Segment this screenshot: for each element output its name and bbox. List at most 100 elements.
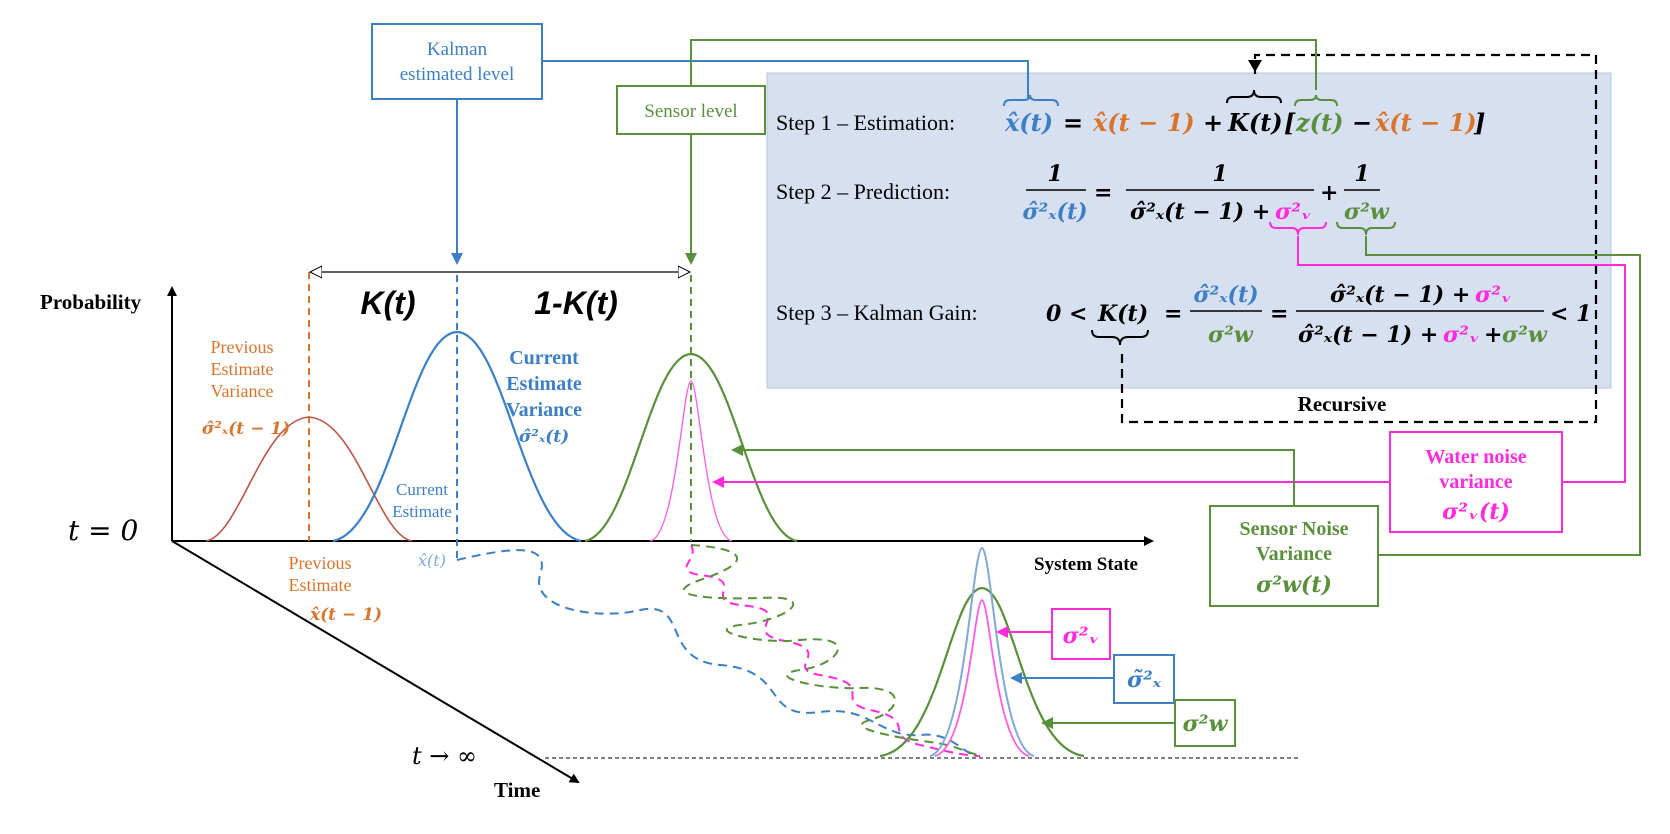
kalman-box-line2: estimated level — [400, 64, 514, 85]
k-label: K(t) — [360, 285, 415, 321]
cur-var-line2: Estimate — [506, 373, 582, 395]
water-noise-line1: Water noise — [1425, 446, 1526, 468]
recursive-arrowhead — [1248, 60, 1262, 72]
sensor-noise-line1: Sensor Noise — [1239, 518, 1348, 540]
step2-label: Step 2 – Prediction: — [776, 179, 950, 204]
recursive-label: Recursive — [1298, 392, 1387, 416]
step2-den-b2: σ²ᵥ — [1275, 199, 1312, 225]
step3-num-b2: σ²ᵥ — [1475, 282, 1512, 308]
sensor-to-equation-line — [690, 39, 1317, 90]
legend-sigma-x-box — [1113, 654, 1175, 704]
time-axis — [171, 540, 580, 784]
step3-zero: 0 < — [1046, 301, 1087, 327]
step3-num-a: σ̂²ₓ(t) — [1193, 282, 1258, 308]
water-trajectory — [685, 544, 981, 757]
kalman-estimated-level-box — [371, 23, 543, 100]
step1-xhat-prev: x̂(t − 1) — [1092, 108, 1195, 137]
step3-lt1: < 1 — [1550, 301, 1591, 327]
t-infinity-label: t → ∞ — [412, 742, 477, 770]
sensor-level-box — [616, 85, 766, 135]
legend-sigma-x: σ̃²ₓ — [1127, 667, 1162, 693]
water-noise-line2: variance — [1439, 471, 1512, 493]
prev-var-line3: Variance — [211, 381, 274, 401]
prev-est-symbol: x̂(t − 1) — [309, 605, 382, 625]
step1-xhat-prev2: x̂(t − 1) — [1374, 108, 1477, 137]
sensor-trajectory — [683, 544, 983, 757]
prev-var-line2: Estimate — [211, 359, 274, 379]
legend-sigma-v: σ²ᵥ — [1063, 623, 1100, 649]
sensor-noise-line2: Variance — [1256, 543, 1332, 565]
time-label: Time — [494, 778, 540, 802]
equation-panel — [766, 72, 1612, 389]
step1-z: z(t) — [1295, 108, 1343, 137]
step3-den-b4: σ²w — [1502, 322, 1548, 348]
step2-one-c: 1 — [1354, 161, 1369, 187]
cur-est-line1: Current — [396, 480, 448, 499]
step1-lbracket: [ — [1284, 108, 1296, 137]
sigma-v-brace — [1269, 221, 1327, 236]
cur-est-line2: Estimate — [392, 502, 451, 521]
cur-var-line1: Current — [509, 347, 579, 369]
step2-plus: + — [1320, 180, 1338, 206]
system-state-label: System State — [1034, 554, 1138, 575]
limit-sensor-curve — [879, 586, 1085, 758]
sensor-noise-symbol: σ²w(t) — [1256, 572, 1332, 598]
sensor-noise-arrow — [731, 444, 1295, 506]
prev-est-line2: Estimate — [289, 575, 352, 595]
step1-plus: + — [1203, 108, 1223, 137]
step1-equals: = — [1063, 108, 1083, 137]
legend-sigma-w-box — [1174, 699, 1236, 747]
step2-equals: = — [1094, 180, 1112, 206]
legend-sigma-v-box — [1051, 608, 1111, 660]
kalman-to-equation-line — [542, 60, 1029, 98]
step2-den-c: σ²w — [1344, 199, 1390, 225]
step3-eq2: = — [1270, 301, 1288, 327]
step3-k-brace — [1091, 329, 1149, 346]
step3-den-b1: σ̂²ₓ(t − 1) + — [1298, 322, 1438, 348]
estimate-trajectory — [456, 549, 976, 757]
xhat-brace — [1003, 94, 1059, 107]
kalman-box-line1: Kalman — [427, 39, 488, 60]
limit-estimate-curve — [929, 546, 1035, 757]
k-brace — [1226, 89, 1282, 104]
water-noise-box — [1389, 431, 1563, 533]
step3-label: Step 3 – Kalman Gain: — [776, 300, 978, 325]
prev-est-line1: Previous — [289, 553, 352, 573]
step2-one-a: 1 — [1047, 161, 1062, 187]
z-brace — [1294, 94, 1338, 107]
step1-rbracket: ] — [1473, 108, 1485, 137]
cur-var-line3: Variance — [506, 399, 582, 421]
step3-den-a: σ²w — [1208, 322, 1254, 348]
probability-label: Probability — [40, 290, 142, 314]
prev-var-line1: Previous — [211, 337, 274, 357]
sensor-noise-box — [1209, 505, 1379, 607]
prev-var-symbol: σ̂²ₓ(t − 1) — [202, 419, 290, 439]
water-noise-symbol: σ²ᵥ(t) — [1442, 499, 1510, 525]
step2-den-a: σ̂²ₓ(t) — [1022, 199, 1087, 225]
one-minus-k-label: 1-K(t) — [534, 285, 618, 321]
step3-eq1: = — [1164, 301, 1182, 327]
step3-num-b1: σ̂²ₓ(t − 1) + — [1330, 282, 1470, 308]
water-noise-curve — [649, 380, 733, 542]
step2-den-b1: σ̂²ₓ(t − 1) + — [1130, 199, 1270, 225]
step1-xhat-t: x̂(t) — [1004, 108, 1053, 137]
recursive-loop — [1120, 53, 1598, 424]
legend-sigma-w: σ²w — [1183, 711, 1229, 737]
step3-den-b3: + — [1484, 322, 1502, 348]
sensor-noise-link — [1365, 236, 1641, 556]
limit-water-curve — [934, 599, 1030, 757]
step3-k: K(t) — [1097, 301, 1148, 327]
xhat-t-axis-label: x̂(t) — [418, 551, 446, 570]
step1-minus: − — [1352, 108, 1372, 137]
t-zero-label: t = 0 — [68, 514, 138, 547]
step1-label: Step 1 – Estimation: — [776, 110, 955, 135]
step3-den-b2: σ²ᵥ — [1443, 322, 1480, 348]
step1-k: K(t) — [1227, 108, 1283, 137]
current-estimate-curve — [332, 330, 582, 543]
cur-var-symbol: σ̂²ₓ(t) — [519, 427, 569, 447]
sensor-level-label: Sensor level — [644, 101, 737, 122]
sigma-w-brace — [1336, 221, 1396, 236]
water-noise-link — [1297, 236, 1626, 483]
step2-one-b: 1 — [1212, 161, 1227, 187]
